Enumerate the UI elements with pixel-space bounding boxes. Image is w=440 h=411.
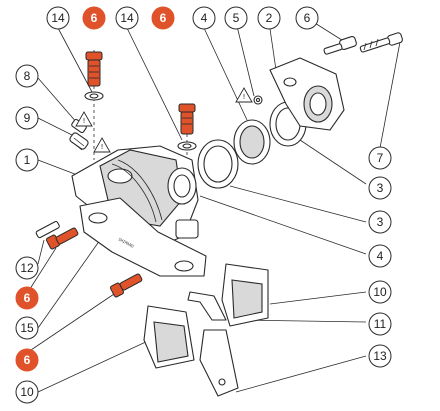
svg-text:4: 4 (377, 249, 384, 263)
callout-6-left-middle: 6 (15, 286, 39, 310)
pad-pin-plate (199, 329, 239, 397)
callout-6-top-left: 6 (82, 6, 106, 30)
svg-text:10: 10 (20, 385, 34, 399)
svg-text:15: 15 (20, 321, 34, 335)
svg-text:!: ! (243, 93, 246, 101)
pad-spring (187, 291, 227, 321)
svg-text:8: 8 (24, 69, 31, 83)
piston-and-seal-front (197, 119, 271, 189)
svg-text:12: 12 (20, 261, 34, 275)
callout-3-lower: 3 (368, 210, 392, 234)
banjo-bolt-center (177, 103, 197, 151)
svg-text:7: 7 (377, 151, 384, 165)
mounting-adapter: SHIMANO (79, 197, 207, 277)
callout-9: 9 (15, 106, 39, 130)
o-ring (253, 95, 263, 105)
svg-text:6: 6 (24, 353, 31, 367)
mounting-bolt-6-upper (45, 227, 79, 250)
callout-10-left: 10 (15, 380, 39, 404)
callout-13: 13 (368, 344, 392, 368)
callout-1: 1 (15, 148, 39, 172)
caliper-outer-half (269, 57, 345, 131)
svg-text:13: 13 (373, 349, 387, 363)
callout-3-upper: 3 (368, 176, 392, 200)
caliper-bolt-long (359, 32, 403, 53)
svg-text:6: 6 (160, 11, 167, 25)
svg-text:11: 11 (374, 317, 387, 331)
svg-text:!: ! (101, 143, 104, 151)
callout-6-top-center: 6 (151, 6, 175, 30)
warning-triangle-3: ! (235, 87, 253, 103)
svg-text:3: 3 (377, 181, 384, 195)
svg-text:14: 14 (51, 11, 65, 25)
svg-text:9: 9 (24, 111, 31, 125)
callout-2: 2 (257, 6, 281, 30)
svg-text:6: 6 (24, 291, 31, 305)
mounting-bolt-12 (35, 220, 60, 239)
brake-pad-lower (143, 305, 195, 369)
callout-10-right: 10 (368, 280, 392, 304)
banjo-bolt-left (84, 51, 104, 101)
svg-text:1: 1 (24, 153, 31, 167)
svg-text:4: 4 (201, 11, 208, 25)
callout-6-left-lower: 6 (15, 348, 39, 372)
caliper-body (71, 145, 199, 247)
warning-triangle-2: ! (93, 137, 111, 153)
callout-5: 5 (224, 6, 248, 30)
svg-text:6: 6 (304, 11, 311, 25)
mounting-bolt-6-lower (109, 273, 143, 298)
warning-triangle-1: ! (75, 111, 93, 127)
svg-text:6: 6 (91, 11, 98, 25)
brake-pad-upper (221, 263, 269, 327)
callout-11: 11 (368, 312, 392, 336)
svg-text:14: 14 (120, 11, 134, 25)
svg-text:!: ! (83, 117, 86, 125)
svg-text:2: 2 (266, 11, 273, 25)
callout-14-top-center: 14 (115, 6, 139, 30)
callout-6-top-right: 6 (295, 6, 319, 30)
callout-12: 12 (15, 256, 39, 280)
caliper-bolt-short (323, 36, 357, 55)
callout-7: 7 (368, 146, 392, 170)
callout-14-top-left: 14 (46, 6, 70, 30)
callout-15: 15 (15, 316, 39, 340)
callout-4-top: 4 (192, 6, 216, 30)
callout-8: 8 (15, 64, 39, 88)
svg-text:3: 3 (377, 215, 384, 229)
svg-text:10: 10 (373, 285, 387, 299)
svg-text:5: 5 (233, 11, 240, 25)
callout-4-right: 4 (368, 244, 392, 268)
